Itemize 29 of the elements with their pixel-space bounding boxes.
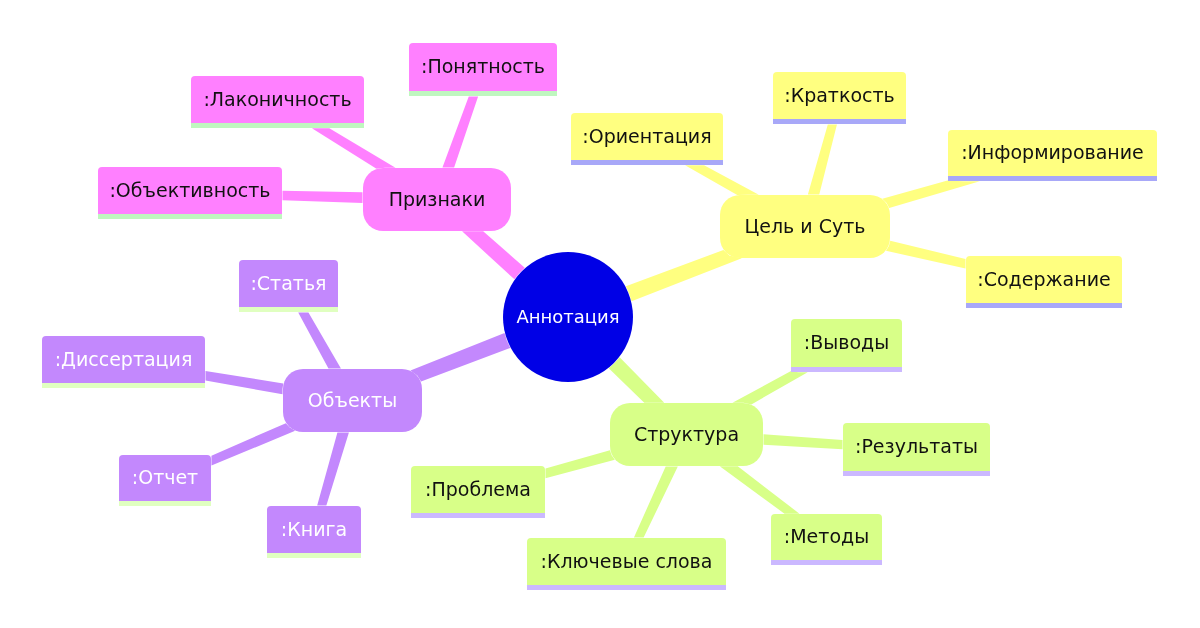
branch-connector — [442, 96, 479, 168]
branch-connector — [608, 357, 665, 403]
branch-connector — [205, 371, 284, 395]
leaf-topic-node: :Проблема — [411, 466, 545, 518]
branch-connector — [882, 180, 980, 208]
leaf-topic-node: :Диссертация — [42, 336, 205, 388]
branch-connector — [410, 333, 511, 382]
branch-connector — [298, 312, 341, 369]
branch-connector — [625, 250, 742, 302]
leaf-topic-node: :Выводы — [791, 319, 902, 372]
branch-connector — [719, 466, 800, 514]
leaf-topic-node: :Объективность — [98, 167, 282, 219]
branch-connector — [545, 450, 615, 479]
leaf-topic-node: :Содержание — [966, 256, 1122, 308]
branch-connector — [807, 124, 837, 195]
leaf-topic-node: :Методы — [771, 514, 882, 565]
branch-connector — [685, 165, 759, 195]
branch-connector — [732, 371, 808, 405]
branch-connector — [282, 190, 363, 203]
leaf-topic-node: :Отчет — [119, 455, 211, 506]
branch-connector — [886, 240, 966, 269]
branch-connector — [211, 423, 296, 466]
central-topic-node: Аннотация — [503, 252, 633, 382]
branch-connector — [462, 231, 525, 280]
leaf-topic-node: :Результаты — [843, 423, 990, 476]
branch-connector — [763, 434, 843, 450]
branch-connector — [317, 432, 349, 506]
branch-connector — [633, 466, 678, 538]
branch-connector — [311, 128, 396, 169]
